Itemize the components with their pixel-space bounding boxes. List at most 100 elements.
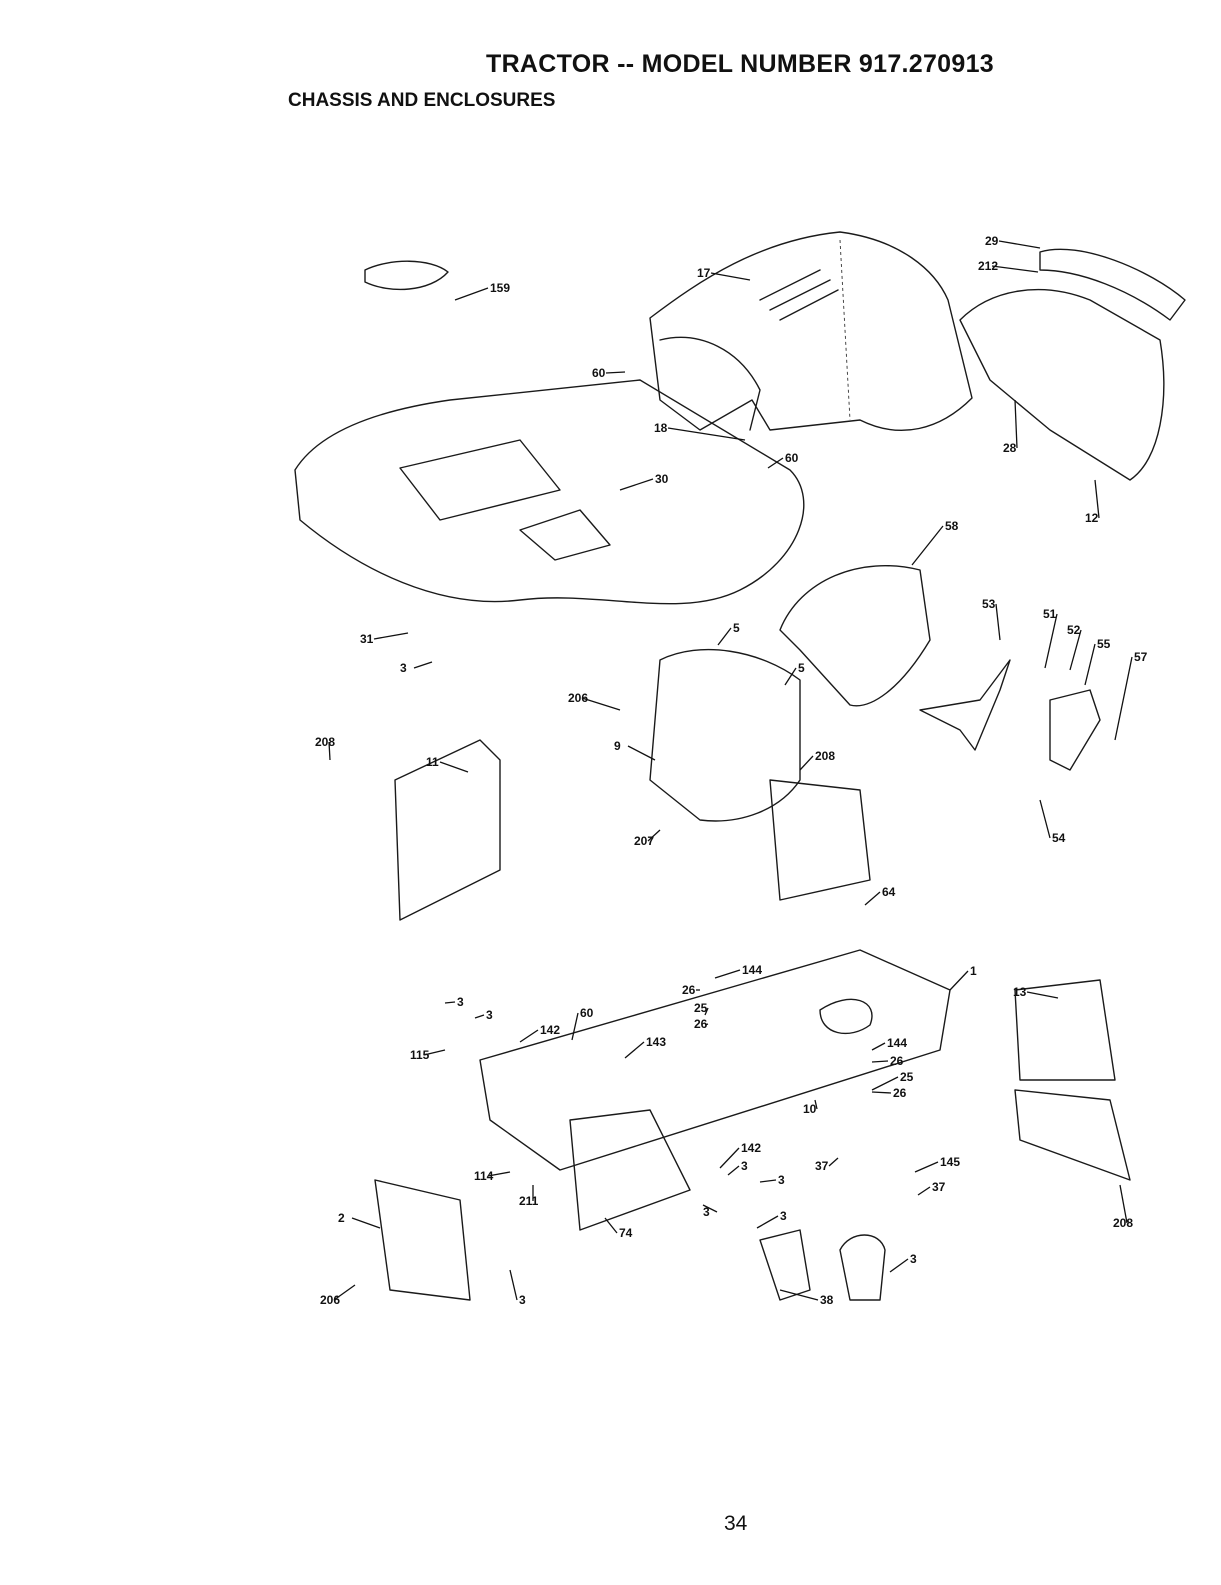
callout-label: 206 <box>320 1293 340 1307</box>
leader-line <box>768 458 783 468</box>
callout-label: 3 <box>457 995 464 1009</box>
callout-label: 55 <box>1097 637 1111 651</box>
callout-label: 211 <box>519 1194 539 1208</box>
callout-label: 13 <box>1013 985 1027 999</box>
callout-label: 28 <box>1003 441 1017 455</box>
callout-label: 212 <box>978 259 998 273</box>
callout-label: 3 <box>780 1209 787 1223</box>
callout-label: 37 <box>815 1159 829 1173</box>
callout-label: 3 <box>703 1205 710 1219</box>
callout-label: 208 <box>815 749 835 763</box>
callout-115: 115 <box>410 1048 445 1062</box>
callout-label: 17 <box>697 266 711 280</box>
callout-26: 26 <box>694 1017 708 1031</box>
leader-line <box>872 1061 888 1062</box>
callout-53: 53 <box>982 597 1000 640</box>
callout-38: 38 <box>780 1290 834 1307</box>
callout-55: 55 <box>1085 637 1111 685</box>
callout-label: 208 <box>315 735 335 749</box>
leader-line <box>510 1270 517 1300</box>
leader-line <box>1115 657 1132 740</box>
callout-label: 114 <box>474 1169 494 1183</box>
callout-label: 208 <box>1113 1216 1133 1230</box>
leader-line <box>440 762 468 772</box>
axle-bracket-right <box>840 1235 885 1300</box>
callout-144: 144 <box>872 1036 907 1050</box>
leader-line <box>915 1162 938 1172</box>
axle-bracket-left <box>760 1230 810 1300</box>
callout-74: 74 <box>605 1218 633 1240</box>
callout-label: 2 <box>338 1211 345 1225</box>
callout-207: 207 <box>634 830 660 848</box>
callout-label: 26 <box>694 1017 708 1031</box>
callout-143: 143 <box>625 1035 666 1058</box>
hood-part <box>650 232 972 430</box>
callout-label: 3 <box>910 1252 917 1266</box>
callout-label: 3 <box>400 661 407 675</box>
leader-line <box>728 1166 739 1175</box>
callout-label: 31 <box>360 632 374 646</box>
leader-line <box>1027 992 1058 998</box>
leader-line <box>872 1092 891 1093</box>
callout-58: 58 <box>912 519 959 565</box>
leader-line <box>918 1187 930 1195</box>
callout-label: 142 <box>741 1141 761 1155</box>
leader-line <box>625 1042 644 1058</box>
callout-label: 25 <box>694 1001 708 1015</box>
callout-label: 5 <box>798 661 805 675</box>
callout-label: 10 <box>803 1102 817 1116</box>
leader-line <box>572 1013 578 1040</box>
leader-line <box>872 1043 885 1050</box>
leader-line <box>950 971 968 990</box>
callout-label: 54 <box>1052 831 1066 845</box>
callout-159: 159 <box>455 281 510 300</box>
callout-114: 114 <box>474 1169 510 1183</box>
leader-line <box>715 970 740 978</box>
callout-label: 144 <box>742 963 762 977</box>
leader-line <box>455 288 488 300</box>
callout-layer: 2921217159601828603012585351525557315532… <box>315 234 1148 1307</box>
callout-51: 51 <box>1043 607 1057 668</box>
callout-label: 159 <box>490 281 510 295</box>
leader-line <box>606 372 625 373</box>
callout-label: 142 <box>540 1023 560 1037</box>
bracket-part-2 <box>1050 690 1100 770</box>
leader-line <box>865 892 880 905</box>
callout-208: 208 <box>1113 1185 1133 1230</box>
callout-3: 3 <box>400 661 432 675</box>
leader-line <box>800 756 813 770</box>
callout-label: 74 <box>619 1226 633 1240</box>
support-plate-left <box>395 740 500 920</box>
callout-54: 54 <box>1040 800 1066 845</box>
callout-label: 60 <box>592 366 606 380</box>
leader-line <box>890 1259 908 1272</box>
leader-line <box>374 633 408 639</box>
callout-label: 11 <box>426 755 439 769</box>
leader-line <box>996 604 1000 640</box>
leader-line <box>720 1148 739 1168</box>
callout-206: 206 <box>568 691 620 710</box>
bracket-part <box>920 660 1010 750</box>
callout-60: 60 <box>592 366 625 380</box>
callout-3: 3 <box>890 1252 917 1272</box>
callout-37: 37 <box>815 1158 838 1173</box>
callout-label: 25 <box>900 1070 914 1084</box>
callout-208: 208 <box>315 735 335 760</box>
callout-31: 31 <box>360 632 408 646</box>
callout-label: 1 <box>970 964 977 978</box>
callout-label: 207 <box>634 834 654 848</box>
callout-label: 12 <box>1085 511 1099 525</box>
callout-label: 3 <box>519 1293 526 1307</box>
fender-part <box>295 261 804 604</box>
page-number: 34 <box>724 1512 747 1536</box>
callout-label: 52 <box>1067 623 1081 637</box>
leader-line <box>414 662 432 668</box>
callout-label: 145 <box>940 1155 960 1169</box>
support-plate-center <box>770 780 870 900</box>
callout-label: 3 <box>486 1008 493 1022</box>
callout-label: 115 <box>410 1048 430 1062</box>
dash-panel-part <box>780 566 930 706</box>
callout-29: 29 <box>985 234 1040 248</box>
callout-30: 30 <box>620 472 669 490</box>
